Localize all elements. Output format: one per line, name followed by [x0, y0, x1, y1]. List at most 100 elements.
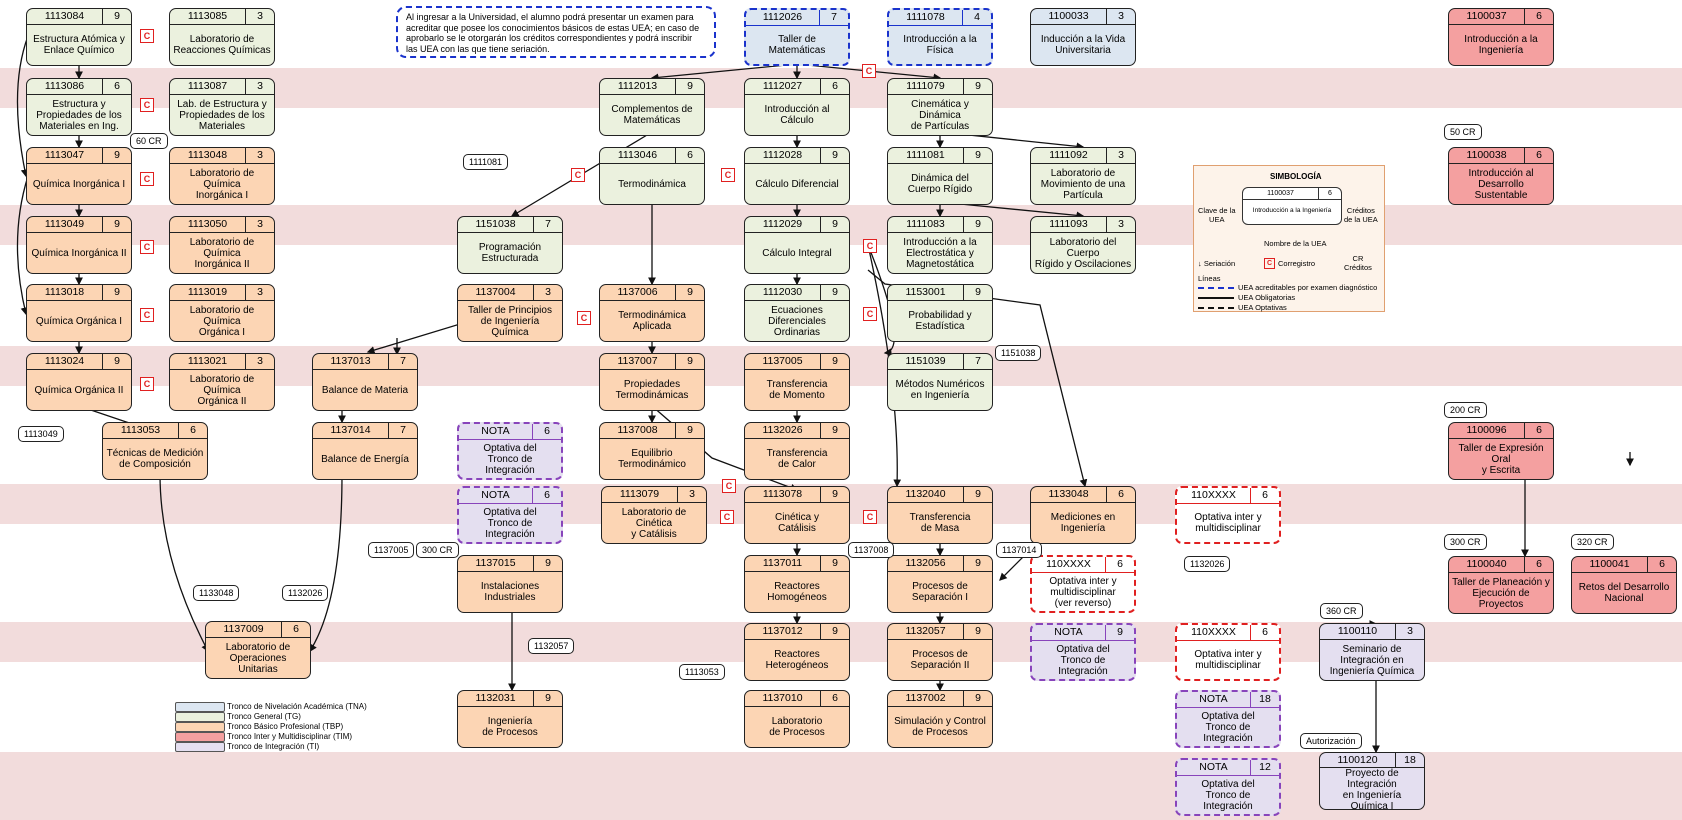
course-code: 1113053	[120, 424, 161, 436]
tronco-label: Tronco de Integración (TI)	[227, 742, 320, 751]
course-credits: 3	[245, 9, 274, 24]
prerequisite-tag: Autorización	[1300, 733, 1362, 749]
course-code: 1112030	[762, 286, 803, 298]
prerequisite-tag: 200 CR	[1444, 402, 1487, 418]
course-credits: 18	[1395, 753, 1424, 767]
course-name: Introducción a la Electrostática y Magne…	[903, 236, 977, 270]
course-code: 1132031	[475, 692, 516, 704]
course-code: 1100110	[1337, 625, 1378, 637]
course-credits: 6	[102, 79, 131, 94]
course-name: Laboratorio de Química Inorgánica I	[189, 167, 255, 201]
course-code: 1111079	[906, 80, 945, 92]
course-credits: 6	[1524, 148, 1553, 163]
corequisite-marker: C	[862, 64, 876, 78]
course-name: Laboratorio del Cuerpo Rígido y Oscilaci…	[1034, 236, 1132, 270]
legend-cr-label: CR Créditos	[1344, 254, 1372, 272]
legend-key-bottom: Nombre de la UEA	[1264, 239, 1327, 248]
prerequisite-tag: 1132026	[282, 585, 329, 601]
course-name: Balance de Energía	[321, 453, 409, 465]
course-name: Complementos de Matemáticas	[611, 104, 693, 126]
course-name: Inducción a la Vida Universitaria	[1040, 34, 1126, 56]
course-credits: 6	[1524, 9, 1553, 24]
course-name: Laboratorio de Química Inorgánica II	[189, 236, 255, 270]
prerequisite-tag: 1151038	[995, 345, 1042, 361]
corequisite-marker: C	[140, 172, 154, 186]
course-code: 1112026	[762, 11, 803, 23]
course-credits: 3	[245, 148, 274, 163]
prerequisite-tag: 1113049	[18, 426, 64, 442]
course-code: 110XXXX	[1191, 626, 1236, 638]
corequisite-marker: C	[140, 377, 154, 391]
course-code: NOTA	[1199, 761, 1228, 773]
course-code: 110XXXX	[1191, 489, 1236, 501]
